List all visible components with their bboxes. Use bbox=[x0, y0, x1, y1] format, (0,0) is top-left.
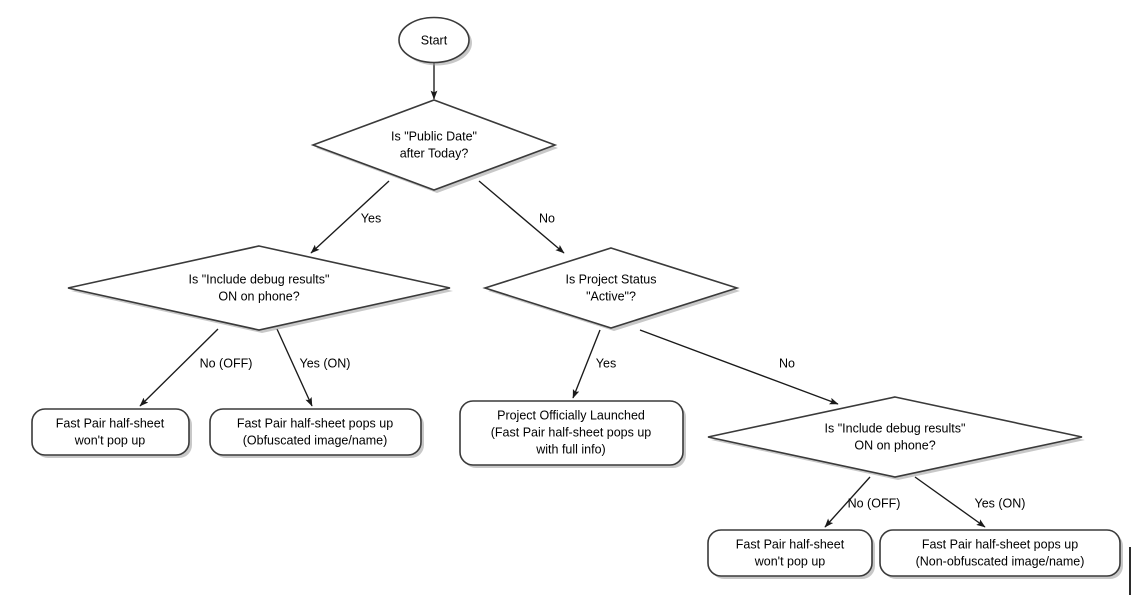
node-result-left-off-line1: Fast Pair half-sheet bbox=[56, 416, 165, 430]
node-project-status[interactable]: Is Project Status "Active"? bbox=[482, 247, 740, 331]
edge-labels-layer: Yes No No (OFF) Yes (ON) Yes No No (OFF)… bbox=[200, 211, 1026, 510]
node-project-launched-line1: Project Officially Launched bbox=[497, 408, 645, 422]
edge-public-date-yes bbox=[310, 180, 390, 254]
node-result-left-on-line2: (Obfuscated image/name) bbox=[243, 433, 388, 447]
node-debug-results-left-line1: Is "Include debug results" bbox=[189, 272, 330, 286]
node-public-date[interactable]: Is "Public Date" after Today? bbox=[310, 99, 558, 193]
edge-label-debug-left-on: Yes (ON) bbox=[300, 356, 351, 370]
node-public-date-line2: after Today? bbox=[400, 146, 469, 160]
node-debug-results-left-line2: ON on phone? bbox=[218, 289, 299, 303]
edge-project-status-yes bbox=[572, 329, 601, 399]
edge-public-date-no bbox=[478, 180, 565, 254]
edge-debug-left-on bbox=[276, 328, 313, 407]
node-project-status-line1: Is Project Status bbox=[565, 272, 656, 286]
edge-debug-left-off bbox=[139, 328, 219, 407]
node-project-launched-line3: with full info) bbox=[535, 442, 605, 456]
node-debug-results-right-line2: ON on phone? bbox=[854, 438, 935, 452]
node-result-right-on[interactable]: Fast Pair half-sheet pops up (Non-obfusc… bbox=[879, 529, 1123, 579]
node-project-launched-line2: (Fast Pair half-sheet pops up bbox=[491, 425, 652, 439]
node-result-right-on-line2: (Non-obfuscated image/name) bbox=[916, 554, 1085, 568]
node-project-status-line2: "Active"? bbox=[586, 289, 636, 303]
edge-project-status-no bbox=[639, 329, 839, 405]
edges-layer bbox=[139, 63, 986, 528]
node-result-right-off-line2: won't pop up bbox=[754, 554, 826, 568]
node-result-right-off-line1: Fast Pair half-sheet bbox=[736, 537, 845, 551]
node-result-left-off-line2: won't pop up bbox=[74, 433, 146, 447]
edge-label-debug-left-off: No (OFF) bbox=[200, 356, 253, 370]
node-start-label: Start bbox=[421, 33, 448, 47]
node-result-left-on-line1: Fast Pair half-sheet pops up bbox=[237, 416, 393, 430]
edge-label-debug-right-on: Yes (ON) bbox=[975, 496, 1026, 510]
node-project-launched[interactable]: Project Officially Launched (Fast Pair h… bbox=[459, 400, 686, 468]
node-result-left-off[interactable]: Fast Pair half-sheet won't pop up bbox=[31, 408, 192, 458]
edge-label-debug-right-off: No (OFF) bbox=[848, 496, 901, 510]
edge-debug-right-on bbox=[914, 476, 986, 528]
node-start[interactable]: Start bbox=[398, 16, 472, 66]
edge-label-project-status-yes: Yes bbox=[596, 356, 616, 370]
edge-label-project-status-no: No bbox=[779, 356, 795, 370]
node-result-right-on-line1: Fast Pair half-sheet pops up bbox=[922, 537, 1078, 551]
edge-label-public-date-no: No bbox=[539, 211, 555, 225]
node-debug-results-right-line1: Is "Include debug results" bbox=[825, 421, 966, 435]
right-edge-artifact bbox=[1129, 547, 1131, 595]
node-result-left-on[interactable]: Fast Pair half-sheet pops up (Obfuscated… bbox=[209, 408, 424, 458]
node-result-right-off[interactable]: Fast Pair half-sheet won't pop up bbox=[707, 529, 875, 579]
edge-label-public-date-yes: Yes bbox=[361, 211, 381, 225]
node-public-date-line1: Is "Public Date" bbox=[391, 129, 477, 143]
node-debug-results-left[interactable]: Is "Include debug results" ON on phone? bbox=[67, 245, 453, 333]
edge-debug-right-off bbox=[824, 476, 871, 528]
node-debug-results-right[interactable]: Is "Include debug results" ON on phone? bbox=[707, 396, 1085, 480]
